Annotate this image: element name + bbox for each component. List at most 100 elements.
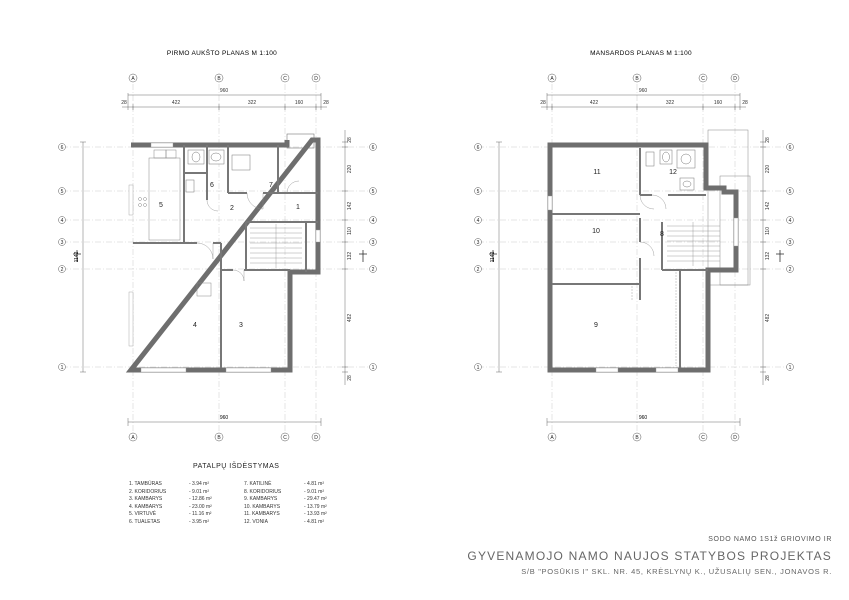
axis-label-a-bottom: A <box>131 435 135 441</box>
room-5-label: 5 <box>159 202 163 209</box>
room-area: - 9.01 m² <box>189 488 210 495</box>
bathroom-fixtures <box>185 149 251 193</box>
room-area: - 9.01 m² <box>304 488 325 495</box>
dim-side-132: 132 <box>347 252 353 261</box>
room-schedule-row: 2. KORIDORIUS - 9.01 m² <box>129 489 243 497</box>
axis-label-5-left: 5 <box>61 189 64 195</box>
axis-label-6-right: 6 <box>789 145 792 151</box>
axis-label-2-left: 2 <box>477 267 480 273</box>
staircase <box>667 222 720 266</box>
section-markers <box>489 250 784 262</box>
dim-side-110: 110 <box>765 227 771 235</box>
door-swings <box>196 180 300 282</box>
axis-label-a-top: A <box>550 76 554 82</box>
dim-side-142: 142 <box>765 202 771 211</box>
section-markers <box>73 250 367 262</box>
axis-markers-top <box>128 73 321 83</box>
room-area: - 13.93 m² <box>304 511 327 518</box>
room-schedule-title: PATALPŲ IŠDĖSTYMAS <box>193 463 280 470</box>
room-schedule-row: 8. KORIDORIUS- 9.01 m² <box>244 489 358 497</box>
dim-top-322: 322 <box>666 100 675 106</box>
axis-label-c-top: C <box>701 76 705 82</box>
room-1-label: 1 <box>296 204 300 211</box>
dimension-chain-right <box>760 130 766 385</box>
dim-top-160: 160 <box>295 100 304 106</box>
exterior-walls <box>125 137 321 373</box>
axis-label-4-left: 4 <box>61 218 64 224</box>
axis-label-1-left: 1 <box>477 365 480 371</box>
room-schedule-row: 9. KAMBARYS- 29.47 m² <box>244 496 358 504</box>
entrance-porch <box>286 133 315 149</box>
room-name: 9. KAMBARYS <box>244 496 278 503</box>
axis-label-c-bottom: C <box>283 435 287 441</box>
room-area: - 11.16 m² <box>189 511 212 518</box>
room-name: 3. KAMBARYS <box>129 496 163 503</box>
room-name: 2. KORIDORIUS <box>129 488 167 495</box>
room-schedule-left: 1. TAMBŪRAS- 3.94 m² 2. KORIDORIUS- 9.01… <box>129 481 243 527</box>
dim-top-160: 160 <box>714 100 723 106</box>
axis-label-d-top: D <box>733 76 737 82</box>
dim-top-28a: 28 <box>121 100 127 106</box>
room-9-label: 9 <box>594 322 598 329</box>
dim-top-28b: 28 <box>323 100 329 106</box>
staircase <box>250 224 302 268</box>
axis-markers-side <box>58 143 377 371</box>
room-7-label: 7 <box>269 182 273 189</box>
axis-label-5-right: 5 <box>372 189 375 195</box>
axis-label-6-left: 6 <box>61 145 64 151</box>
dim-bottom-total: 960 <box>639 415 648 421</box>
dim-side-220: 220 <box>765 165 771 174</box>
axis-markers-bottom <box>128 432 321 442</box>
axis-label-2-right: 2 <box>789 267 792 273</box>
exterior-walls <box>547 142 739 373</box>
dim-top-322: 322 <box>248 100 257 106</box>
project-title-line-1: SODO NAMO 1S1ž GRIOVIMO IR <box>708 536 832 543</box>
dim-height-total: 1142 <box>74 251 80 262</box>
axis-label-5-left: 5 <box>477 189 480 195</box>
dim-side-28a: 28 <box>765 137 771 143</box>
room-area: - 12.86 m² <box>189 496 212 503</box>
room-4-label: 4 <box>193 322 197 329</box>
room-schedule-row: 12. VONIA- 4.81 m² <box>244 519 358 527</box>
dim-top-28b: 28 <box>742 100 748 106</box>
dim-side-220: 220 <box>347 165 353 174</box>
dim-top-total: 960 <box>639 88 648 94</box>
kitchen-fixtures <box>138 149 212 297</box>
axis-label-d-top: D <box>314 76 318 82</box>
axis-label-d-bottom: D <box>733 435 737 441</box>
dim-side-132: 132 <box>765 252 771 261</box>
axis-label-b-bottom: B <box>635 435 639 441</box>
dim-side-110: 110 <box>347 227 353 235</box>
axis-label-a-bottom: A <box>550 435 554 441</box>
axis-label-c-top: C <box>283 76 287 82</box>
axis-label-4-right: 4 <box>372 218 375 224</box>
dim-side-28b: 28 <box>347 375 353 381</box>
bathroom-fixtures <box>645 149 696 191</box>
room-name: 7. KATILINĖ <box>244 481 272 487</box>
dim-side-482: 482 <box>347 314 353 323</box>
axis-label-b-bottom: B <box>217 435 221 441</box>
room-3-label: 3 <box>239 322 243 329</box>
room-schedule-row: 6. TUALETAS- 3.95 m² <box>129 519 243 527</box>
interior-walls <box>133 145 318 368</box>
axis-label-1-right: 1 <box>789 365 792 371</box>
dimension-line-bottom <box>127 418 322 426</box>
roof-outline <box>707 129 751 286</box>
ground-floor-plan-title: PIRMO AUKŠTO PLANAS M 1:100 <box>167 48 277 57</box>
dim-top-total: 960 <box>220 88 229 94</box>
room-name: 6. TUALETAS <box>129 518 160 525</box>
dimension-lines-top <box>122 93 327 110</box>
axis-label-2-right: 2 <box>372 267 375 273</box>
dim-side-28a: 28 <box>347 137 353 143</box>
axis-label-3-left: 3 <box>477 240 480 246</box>
axis-label-5-right: 5 <box>789 189 792 195</box>
axis-label-4-right: 4 <box>789 218 792 224</box>
axis-markers-bottom <box>547 432 740 442</box>
dimension-line-bottom <box>546 418 741 426</box>
axis-label-b-top: B <box>217 76 221 82</box>
room-schedule-row: 10. KAMBARYS- 13.79 m² <box>244 504 358 512</box>
axis-label-3-right: 3 <box>789 240 792 246</box>
room-area: - 23.00 m² <box>189 503 212 510</box>
axis-label-1-right: 1 <box>372 365 375 371</box>
